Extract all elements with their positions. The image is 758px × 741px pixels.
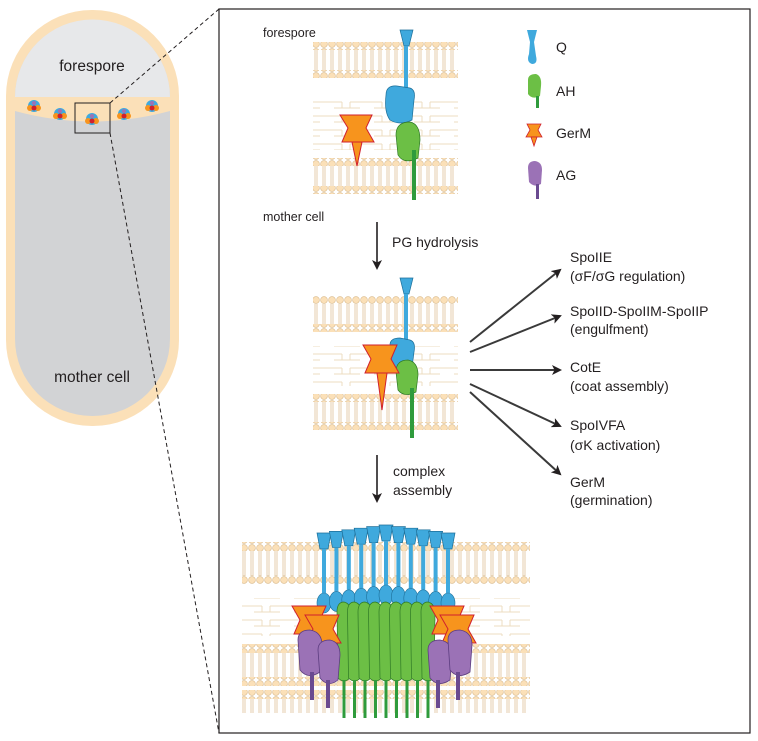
ag-protein-icon bbox=[528, 161, 542, 186]
step2-label-line2: assembly bbox=[393, 482, 452, 498]
q-protein bbox=[316, 532, 332, 550]
q-stalk bbox=[346, 545, 351, 590]
q-stalk bbox=[371, 542, 376, 587]
step1-label: PG hydrolysis bbox=[392, 234, 478, 250]
ah-protein-icon bbox=[528, 74, 542, 98]
legend-q-label: Q bbox=[556, 39, 567, 55]
stage2-septum bbox=[313, 277, 458, 438]
outcome-5-detail: (germination) bbox=[570, 492, 652, 508]
germ-cluster-right bbox=[427, 605, 477, 708]
outcome-4-title: SpoIVFA bbox=[570, 417, 626, 433]
germ-cluster-left bbox=[291, 605, 342, 708]
q-stalk bbox=[433, 547, 438, 592]
q-protein bbox=[341, 529, 357, 547]
outcome-arrow-5 bbox=[469, 391, 562, 476]
outcomes: SpoIIE (σF/σG regulation) SpoIID-SpoIIM-… bbox=[469, 249, 709, 508]
q-stalk bbox=[396, 542, 401, 587]
legend: Q AH GerM AG bbox=[525, 30, 591, 199]
legend-ah: AH bbox=[528, 74, 575, 108]
germ-protein-icon bbox=[525, 123, 543, 138]
zoom-line-bottom bbox=[109, 132, 220, 734]
cell-forespore-label: forespore bbox=[59, 58, 124, 75]
legend-germ: GerM bbox=[525, 123, 591, 148]
stage1-mother-cell-label: mother cell bbox=[263, 210, 324, 224]
q-protein bbox=[390, 526, 406, 543]
ah-stalk bbox=[426, 680, 430, 718]
stage1-septum: forespore mother cell bbox=[263, 26, 458, 224]
outcome-arrow-4 bbox=[469, 383, 562, 428]
zoom-box bbox=[74, 102, 111, 134]
legend-ag-label: AG bbox=[556, 167, 576, 183]
outcome-arrow-1 bbox=[469, 268, 562, 343]
stage1-forespore-label: forespore bbox=[263, 26, 316, 40]
legend-q: Q bbox=[527, 30, 567, 64]
ah-stalk bbox=[342, 680, 346, 718]
forespore-compartment bbox=[15, 19, 170, 97]
stage3-complex bbox=[242, 524, 530, 718]
q-protein bbox=[428, 531, 444, 548]
ah-stalk bbox=[405, 680, 409, 718]
q-protein bbox=[415, 529, 431, 547]
q-stalk bbox=[446, 549, 450, 593]
legend-ah-label: AH bbox=[556, 83, 575, 99]
q-stalk bbox=[334, 547, 339, 592]
outcome-5-title: GerM bbox=[570, 474, 605, 490]
q-stalk bbox=[421, 545, 426, 590]
step2-label-line1: complex bbox=[393, 463, 445, 479]
q-stalk bbox=[384, 541, 388, 585]
legend-germ-label: GerM bbox=[556, 125, 591, 141]
ah-stalk bbox=[416, 680, 419, 718]
q-protein-icon bbox=[527, 30, 537, 42]
q-protein bbox=[366, 526, 382, 543]
outcome-1-detail: (σF/σG regulation) bbox=[570, 268, 685, 284]
septal-complex-icon bbox=[145, 100, 159, 112]
ah-stalk bbox=[363, 680, 367, 718]
legend-ag: AG bbox=[528, 161, 576, 199]
q-protein bbox=[353, 527, 369, 545]
outcome-3-detail: (coat assembly) bbox=[570, 378, 669, 394]
zoom-line-top bbox=[109, 8, 220, 104]
outcome-2-title: SpoIID-SpoIIM-SpoIIP bbox=[570, 303, 709, 319]
septal-complex-icon bbox=[27, 100, 41, 112]
q-stalk bbox=[408, 544, 413, 589]
q-protein bbox=[403, 527, 419, 545]
septal-complex-icon bbox=[117, 108, 131, 120]
septal-complex-icon bbox=[85, 113, 99, 125]
ah-stalk bbox=[395, 680, 398, 718]
mother-cell-cytoplasm bbox=[15, 20, 170, 416]
sporulating-cell: forespore mother cell bbox=[6, 10, 179, 426]
q-protein bbox=[378, 524, 394, 542]
ah-stalk bbox=[374, 680, 377, 718]
q-protein bbox=[328, 531, 344, 548]
outcome-4-detail: (σK activation) bbox=[570, 437, 660, 453]
q-stalk bbox=[322, 549, 326, 593]
cell-mother-cell-label: mother cell bbox=[54, 369, 130, 386]
ah-stalk bbox=[353, 680, 356, 718]
q-protein bbox=[440, 532, 456, 550]
ah-stalk bbox=[384, 680, 388, 718]
outcome-1-title: SpoIIE bbox=[570, 249, 612, 265]
outcome-arrow-2 bbox=[469, 314, 562, 353]
outcome-2-detail: (engulfment) bbox=[570, 321, 649, 337]
outcome-3-title: CotE bbox=[570, 359, 601, 375]
q-stalk bbox=[359, 544, 364, 589]
septal-complex-icon bbox=[53, 108, 67, 120]
septal-complexes bbox=[27, 100, 159, 125]
